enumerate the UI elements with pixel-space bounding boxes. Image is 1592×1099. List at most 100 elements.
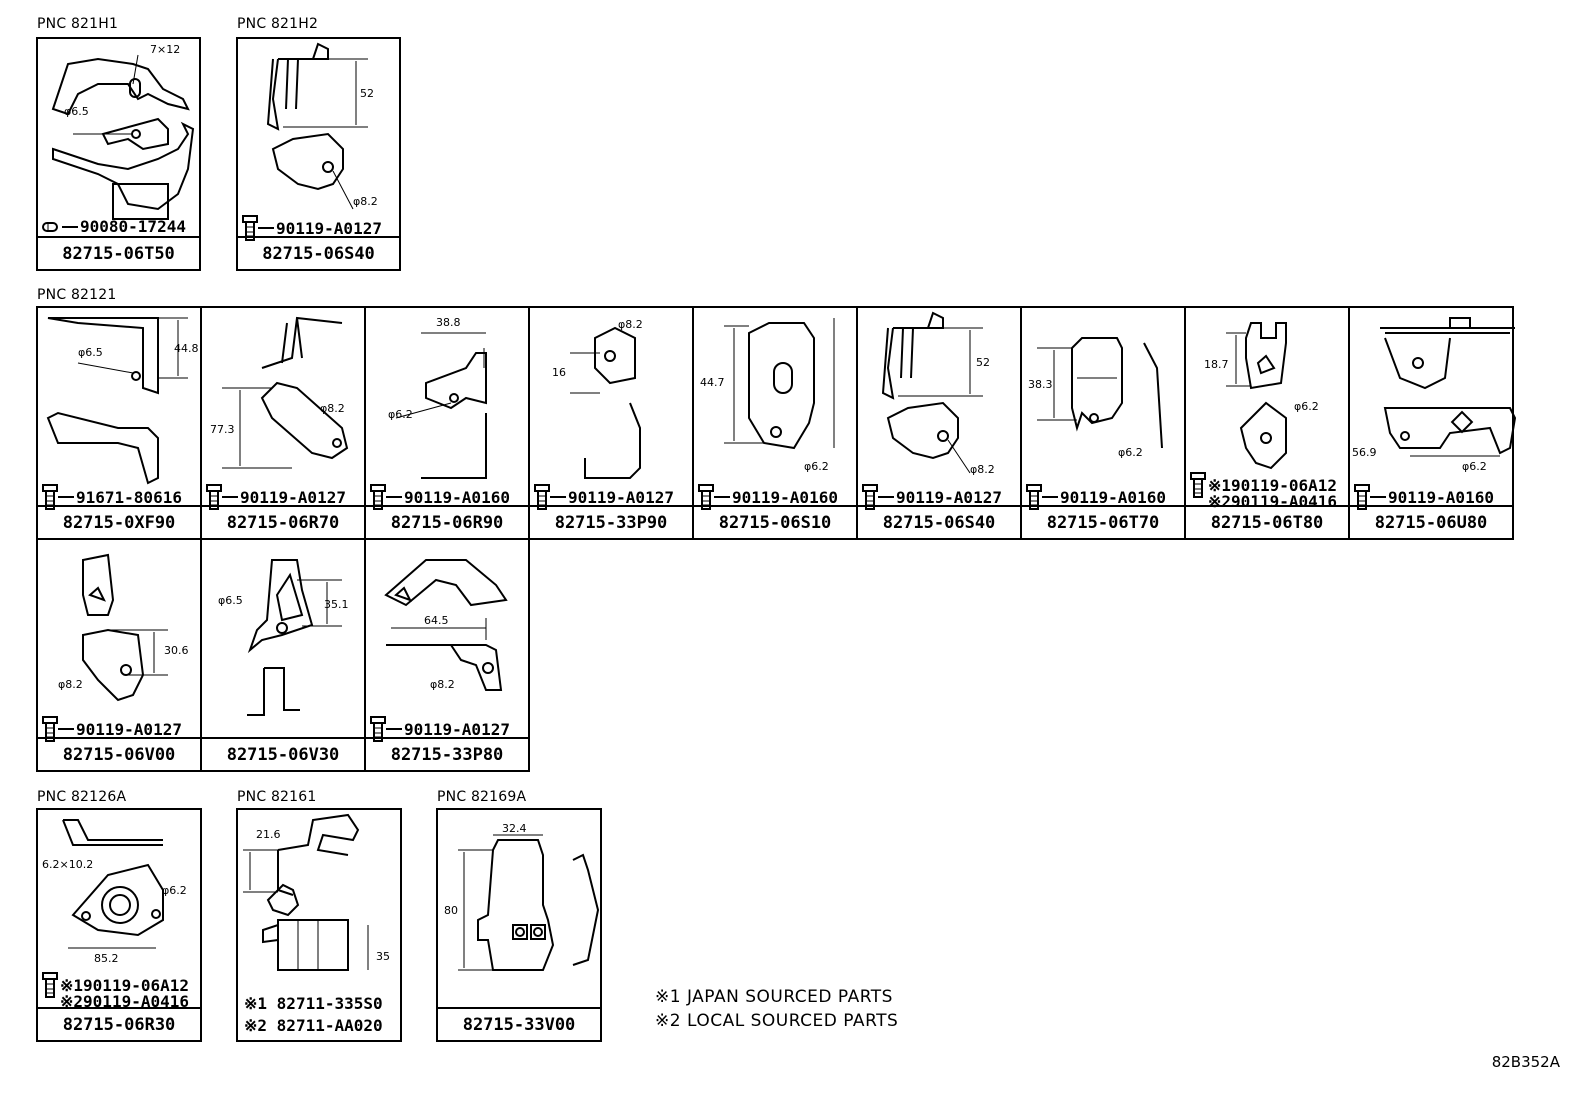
dimension-label: 38.3 [1028, 378, 1053, 391]
dimension-label: 56.9 [1352, 446, 1377, 459]
fastener-part-number: 91671-80616 [76, 487, 182, 507]
bolt-icon [1190, 472, 1206, 498]
part-number: 82715-33V00 [438, 1007, 600, 1040]
part-cell[interactable]: 18.7 φ6.2 ※190119-06A12 ※290119-A0416 82… [1184, 306, 1350, 540]
dimension-label: 30.6 [164, 644, 189, 657]
bracket-drawing: 30.6 φ8.2 90119-A0127 [38, 540, 200, 742]
dimension-label: 77.3 [210, 423, 235, 436]
dimension-label: φ6.2 [1118, 446, 1143, 459]
part-cell[interactable]: 16 φ8.2 90119-A0127 82715-33P90 [528, 306, 694, 540]
dimension-label: 80 [444, 904, 458, 917]
group-label-82169a: PNC 82169A [437, 789, 527, 805]
bracket-drawing: 7×12 φ6.5 90080-17244 [38, 39, 199, 236]
bracket-drawing: 44.8 φ6.5 91671-80616 [38, 308, 200, 510]
bracket-drawing: 35.1 φ6.5 [202, 540, 364, 737]
fastener-callout: 90119-A0160 [698, 484, 838, 510]
part-number: 82715-0XF90 [38, 505, 200, 538]
dimension-label: φ8.2 [353, 195, 378, 208]
part-number: 82715-06T80 [1186, 505, 1348, 538]
dimension-label: φ8.2 [970, 463, 995, 476]
bracket-drawing: 38.3 φ6.2 90119-A0160 [1022, 308, 1184, 510]
bracket-drawing: 21.6 35 [238, 810, 400, 996]
part-cell[interactable]: 64.5 φ8.2 90119-A0127 82715-33P80 [364, 538, 530, 772]
fastener-part-number: 90119-A0127 [404, 719, 510, 739]
bracket-drawing: 38.8 φ6.2 90119-A0160 [366, 308, 528, 510]
note-japan-sourced: ※1 JAPAN SOURCED PARTS [655, 987, 893, 1007]
fastener-part-number: 90119-A0127 [568, 487, 674, 507]
dimension-label: 16 [552, 366, 566, 379]
part-cell[interactable]: 52 φ8.2 90119-A0127 82715-06S40 [856, 306, 1022, 540]
part-number: 82715-06R70 [202, 505, 364, 538]
part-cell[interactable]: 38.8 φ6.2 90119-A0160 82715-06R90 [364, 306, 530, 540]
diagram-code: 82B352A [1491, 1053, 1560, 1071]
clip-icon [42, 221, 60, 233]
fastener-callout: 90080-17244 [42, 217, 186, 236]
group-label-82121: PNC 82121 [37, 287, 117, 303]
dimension-label: φ8.2 [320, 402, 345, 415]
part-number: 82715-06S10 [694, 505, 856, 538]
bolt-icon [1026, 484, 1042, 510]
group-label-82126a: PNC 82126A [37, 789, 127, 805]
part-cell[interactable]: 52 φ8.2 90119-A0127 82715-06S40 [236, 37, 401, 271]
dimension-label: φ6.2 [162, 884, 187, 897]
part-cell[interactable]: 77.3 φ8.2 90119-A0127 82715-06R70 [200, 306, 366, 540]
fastener-callout: 90119-A0160 [1354, 484, 1494, 510]
fastener-callout: 90119-A0160 [1026, 484, 1166, 510]
part-cell[interactable]: 35.1 φ6.5 82715-06V30 [200, 538, 366, 772]
part-cell[interactable]: 21.6 35 ※1 82711-335S0 ※2 82711-AA020 [236, 808, 402, 1042]
dimension-label: φ8.2 [618, 318, 643, 331]
part-cell[interactable]: 32.4 80 82715-33V00 [436, 808, 602, 1042]
fastener-part-number: 90119-A0160 [1388, 487, 1494, 507]
dimension-label: φ6.2 [388, 408, 413, 421]
dimension-label: 32.4 [502, 822, 527, 835]
fastener-part-number: 90119-A0127 [276, 218, 382, 238]
part-number: 82715-06S40 [238, 236, 399, 269]
fastener-callout: 90119-A0160 [370, 484, 510, 510]
part-number: 82715-33P90 [530, 505, 692, 538]
bolt-icon [1354, 484, 1370, 510]
part-number-japan: ※1 82711-335S0 [244, 994, 383, 1013]
part-cell[interactable]: 44.8 φ6.5 91671-80616 82715-0XF90 [36, 306, 202, 540]
bracket-drawing: 6.2×10.2 φ6.2 85.2 ※190119-06A12 ※290119… [38, 810, 200, 1011]
part-number: 82715-06V30 [202, 737, 364, 770]
fastener-part-number: 90119-A0127 [896, 487, 1002, 507]
part-cell[interactable]: 7×12 φ6.5 90080-17244 82715-06T50 [36, 37, 201, 271]
part-cell[interactable]: 30.6 φ8.2 90119-A0127 82715-06V00 [36, 538, 202, 772]
dimension-label: 52 [360, 87, 374, 100]
part-cell[interactable]: 38.3 φ6.2 90119-A0160 82715-06T70 [1020, 306, 1186, 540]
dimension-label: 35 [376, 950, 390, 963]
group-label-821h2: PNC 821H2 [237, 16, 319, 32]
fastener-part-number: 90080-17244 [80, 217, 186, 236]
bolt-icon [42, 716, 58, 742]
bracket-drawing: φ6.2 56.9 90119-A0160 [1350, 308, 1517, 510]
bolt-icon [42, 972, 58, 998]
fastener-part-number: 90119-A0160 [732, 487, 838, 507]
dimension-label: 85.2 [94, 952, 119, 965]
part-number: 82715-33P80 [366, 737, 528, 770]
dimension-label: 35.1 [324, 598, 349, 611]
part-cell[interactable]: 6.2×10.2 φ6.2 85.2 ※190119-06A12 ※290119… [36, 808, 202, 1042]
dimension-label: 38.8 [436, 316, 461, 329]
part-cell[interactable]: φ6.2 56.9 90119-A0160 82715-06U80 [1348, 306, 1517, 540]
part-number: 82715-06T70 [1022, 505, 1184, 538]
fastener-part-number: ※190119-06A12 [60, 975, 189, 995]
dimension-label: φ6.5 [78, 346, 103, 359]
bracket-drawing: 52 φ8.2 90119-A0127 [238, 39, 399, 241]
bracket-drawing: 52 φ8.2 90119-A0127 [858, 308, 1020, 510]
part-number: 82715-06U80 [1350, 505, 1512, 538]
dimension-label: φ8.2 [58, 678, 83, 691]
fastener-part-number: 90119-A0127 [240, 487, 346, 507]
dimension-label: φ6.2 [1462, 460, 1487, 473]
part-cell[interactable]: 44.7 φ6.2 90119-A0160 82715-06S10 [692, 306, 858, 540]
bracket-drawing: 18.7 φ6.2 ※190119-06A12 ※290119-A0416 [1186, 308, 1348, 511]
dimension-label: 44.8 [174, 342, 199, 355]
fastener-callout: ※190119-06A12 ※290119-A0416 [42, 972, 189, 1011]
fastener-part-number: ※290119-A0416 [60, 992, 189, 1011]
dimension-label: φ6.5 [64, 105, 89, 118]
part-number: 82715-06S40 [858, 505, 1020, 538]
group-label-82161: PNC 82161 [237, 789, 317, 805]
bolt-icon [698, 484, 714, 510]
part-number: 82715-06R30 [38, 1007, 200, 1040]
dimension-label: 21.6 [256, 828, 281, 841]
bracket-drawing: 64.5 φ8.2 90119-A0127 [366, 540, 528, 742]
